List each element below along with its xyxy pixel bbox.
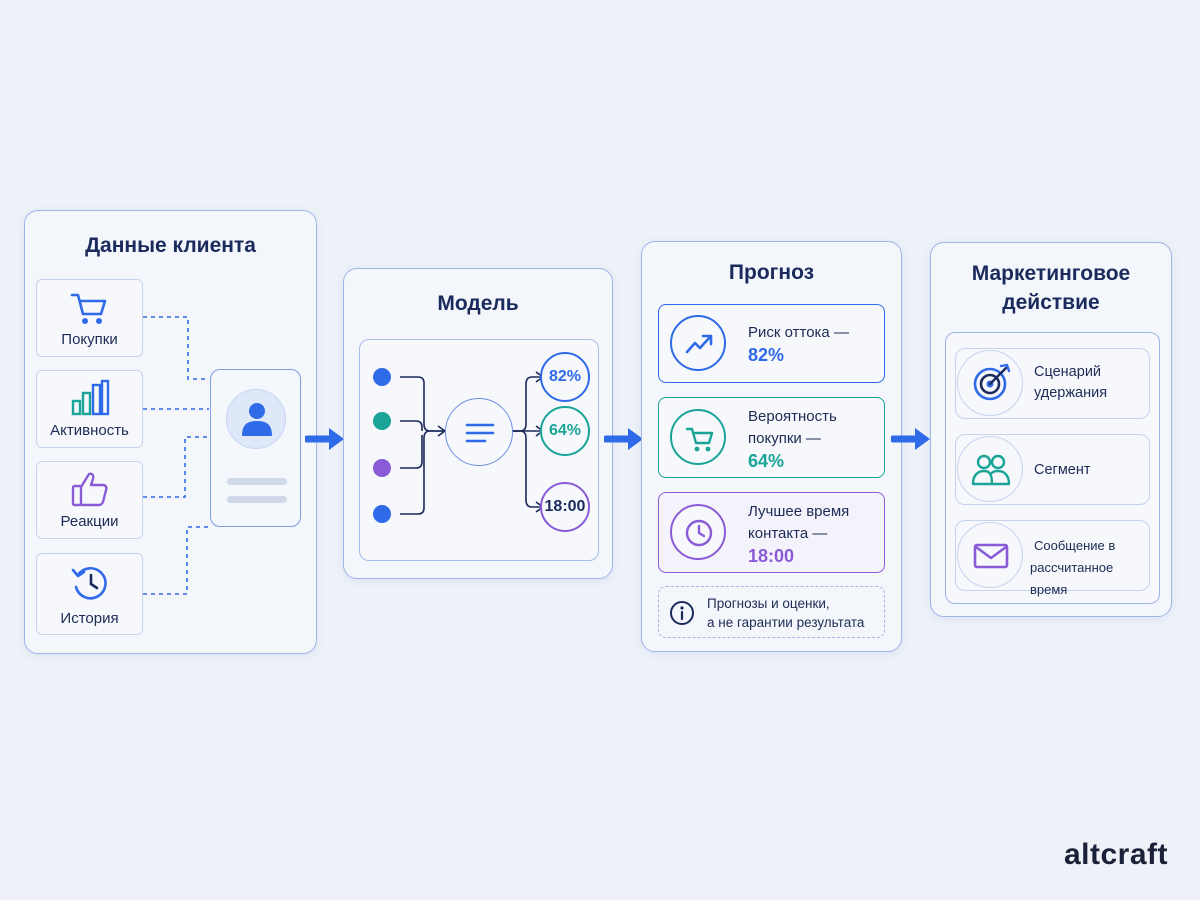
segment-card: Сегмент: [955, 434, 1150, 505]
purchase-prob-value: 64%: [748, 451, 785, 471]
activity-label: Активность: [50, 422, 129, 439]
retention-scenario-text: Сценарий удержания: [1034, 362, 1107, 404]
best-time-text: Лучшее время контакта — 18:00: [748, 501, 849, 567]
time-icon-circle: [670, 504, 726, 560]
disclaimer-note: Прогнозы и оценки, а не гарантии результ…: [658, 586, 885, 638]
profile-line: [227, 478, 287, 485]
target-icon: [973, 363, 1011, 401]
churn-risk-row: Риск оттока — 82%: [658, 304, 885, 383]
best-time-value: 18:00: [748, 546, 795, 566]
outcome-churn: 82%: [540, 352, 590, 402]
purchase-icon-circle: [670, 409, 726, 465]
profile-line: [227, 496, 287, 503]
forecast-panel: Прогноз Риск оттока — 82% Вероятность по…: [641, 241, 902, 652]
purchase-prob-row: Вероятность покупки — 64%: [658, 397, 885, 478]
action-panel: Маркетинговое действие Сценарий удержани…: [930, 242, 1172, 617]
action-box: Сценарий удержания Сегмент: [945, 332, 1160, 604]
input-node: [373, 368, 391, 386]
disclaimer-text: Прогнозы и оценки, а не гарантии результ…: [707, 594, 864, 632]
best-time-label-2: контакта —: [748, 525, 828, 542]
client-data-title: Данные клиента: [85, 234, 256, 257]
model-core: [445, 398, 513, 466]
flow-arrow-icon: [305, 428, 344, 450]
input-node: [373, 412, 391, 430]
action-title-line-2: действие: [1002, 291, 1100, 314]
client-profile-card: [210, 369, 301, 527]
flow-arrow-icon: [891, 428, 930, 450]
message-line-1: Сообщение в: [1034, 538, 1116, 553]
avatar: [226, 389, 286, 449]
purchase-prob-label-1: Вероятность: [748, 408, 837, 425]
timed-message-card: Сообщение в рассчитанное время: [955, 520, 1150, 597]
timed-message-text: Сообщение в рассчитанное время: [1030, 535, 1149, 601]
info-icon: [670, 601, 694, 625]
users-icon: [971, 454, 1011, 486]
input-node: [373, 505, 391, 523]
thumbs-up-icon: [71, 472, 108, 507]
best-time-label-1: Лучшее время: [748, 503, 850, 520]
purchases-label: Покупки: [61, 331, 118, 348]
message-line-2: рассчитанное время: [1030, 560, 1114, 597]
purchase-prob-label-2: покупки —: [748, 430, 821, 447]
action-title: Маркетинговое действие: [931, 259, 1171, 317]
churn-risk-text: Риск оттока — 82%: [748, 322, 849, 366]
churn-risk-label: Риск оттока —: [748, 324, 849, 341]
best-time-row: Лучшее время контакта — 18:00: [658, 492, 885, 573]
churn-icon-circle: [670, 315, 726, 371]
clock-icon: [685, 519, 713, 547]
segment-label: Сегмент: [1034, 462, 1091, 478]
bar-chart-icon: [71, 379, 110, 416]
altcraft-logo: altcraft: [1063, 838, 1168, 871]
purchase-prob-text: Вероятность покупки — 64%: [748, 406, 837, 472]
disclaimer-line-2: а не гарантии результата: [707, 615, 865, 630]
action-title-line-1: Маркетинговое: [971, 262, 1131, 285]
outcome-time: 18:00: [540, 482, 590, 532]
target-icon-circle: [957, 350, 1023, 416]
mail-icon-circle: [957, 522, 1023, 588]
model-panel: Модель: [343, 268, 613, 579]
model-title: Модель: [437, 292, 519, 315]
connector-lines: [143, 316, 209, 595]
history-card: История: [36, 553, 143, 635]
reactions-label: Реакции: [60, 513, 119, 530]
retention-scenario-card: Сценарий удержания: [955, 348, 1150, 419]
disclaimer-line-1: Прогнозы и оценки,: [707, 596, 830, 611]
purchases-card: Покупки: [36, 279, 143, 357]
outcome-purchase: 64%: [540, 406, 590, 456]
trend-up-icon: [685, 334, 713, 354]
flow-arrow-icon: [604, 428, 643, 450]
lines-icon: [465, 423, 495, 443]
retention-line-2: удержания: [1034, 385, 1108, 401]
cart-icon: [685, 427, 714, 452]
mail-icon: [973, 543, 1009, 569]
reactions-card: Реакции: [36, 461, 143, 539]
segment-text: Сегмент: [1034, 459, 1091, 481]
cart-icon: [70, 293, 107, 324]
churn-risk-value: 82%: [748, 345, 785, 365]
history-icon: [71, 566, 107, 600]
user-icon: [242, 403, 272, 436]
input-node: [373, 459, 391, 477]
users-icon-circle: [957, 436, 1023, 502]
activity-card: Активность: [36, 370, 143, 448]
model-box: 82% 64% 18:00: [359, 339, 599, 561]
history-label: История: [60, 610, 119, 627]
forecast-title: Прогноз: [728, 261, 815, 284]
client-data-panel: Данные клиента Покупки Активность Реакци…: [24, 210, 317, 654]
retention-line-1: Сценарий: [1034, 364, 1102, 380]
